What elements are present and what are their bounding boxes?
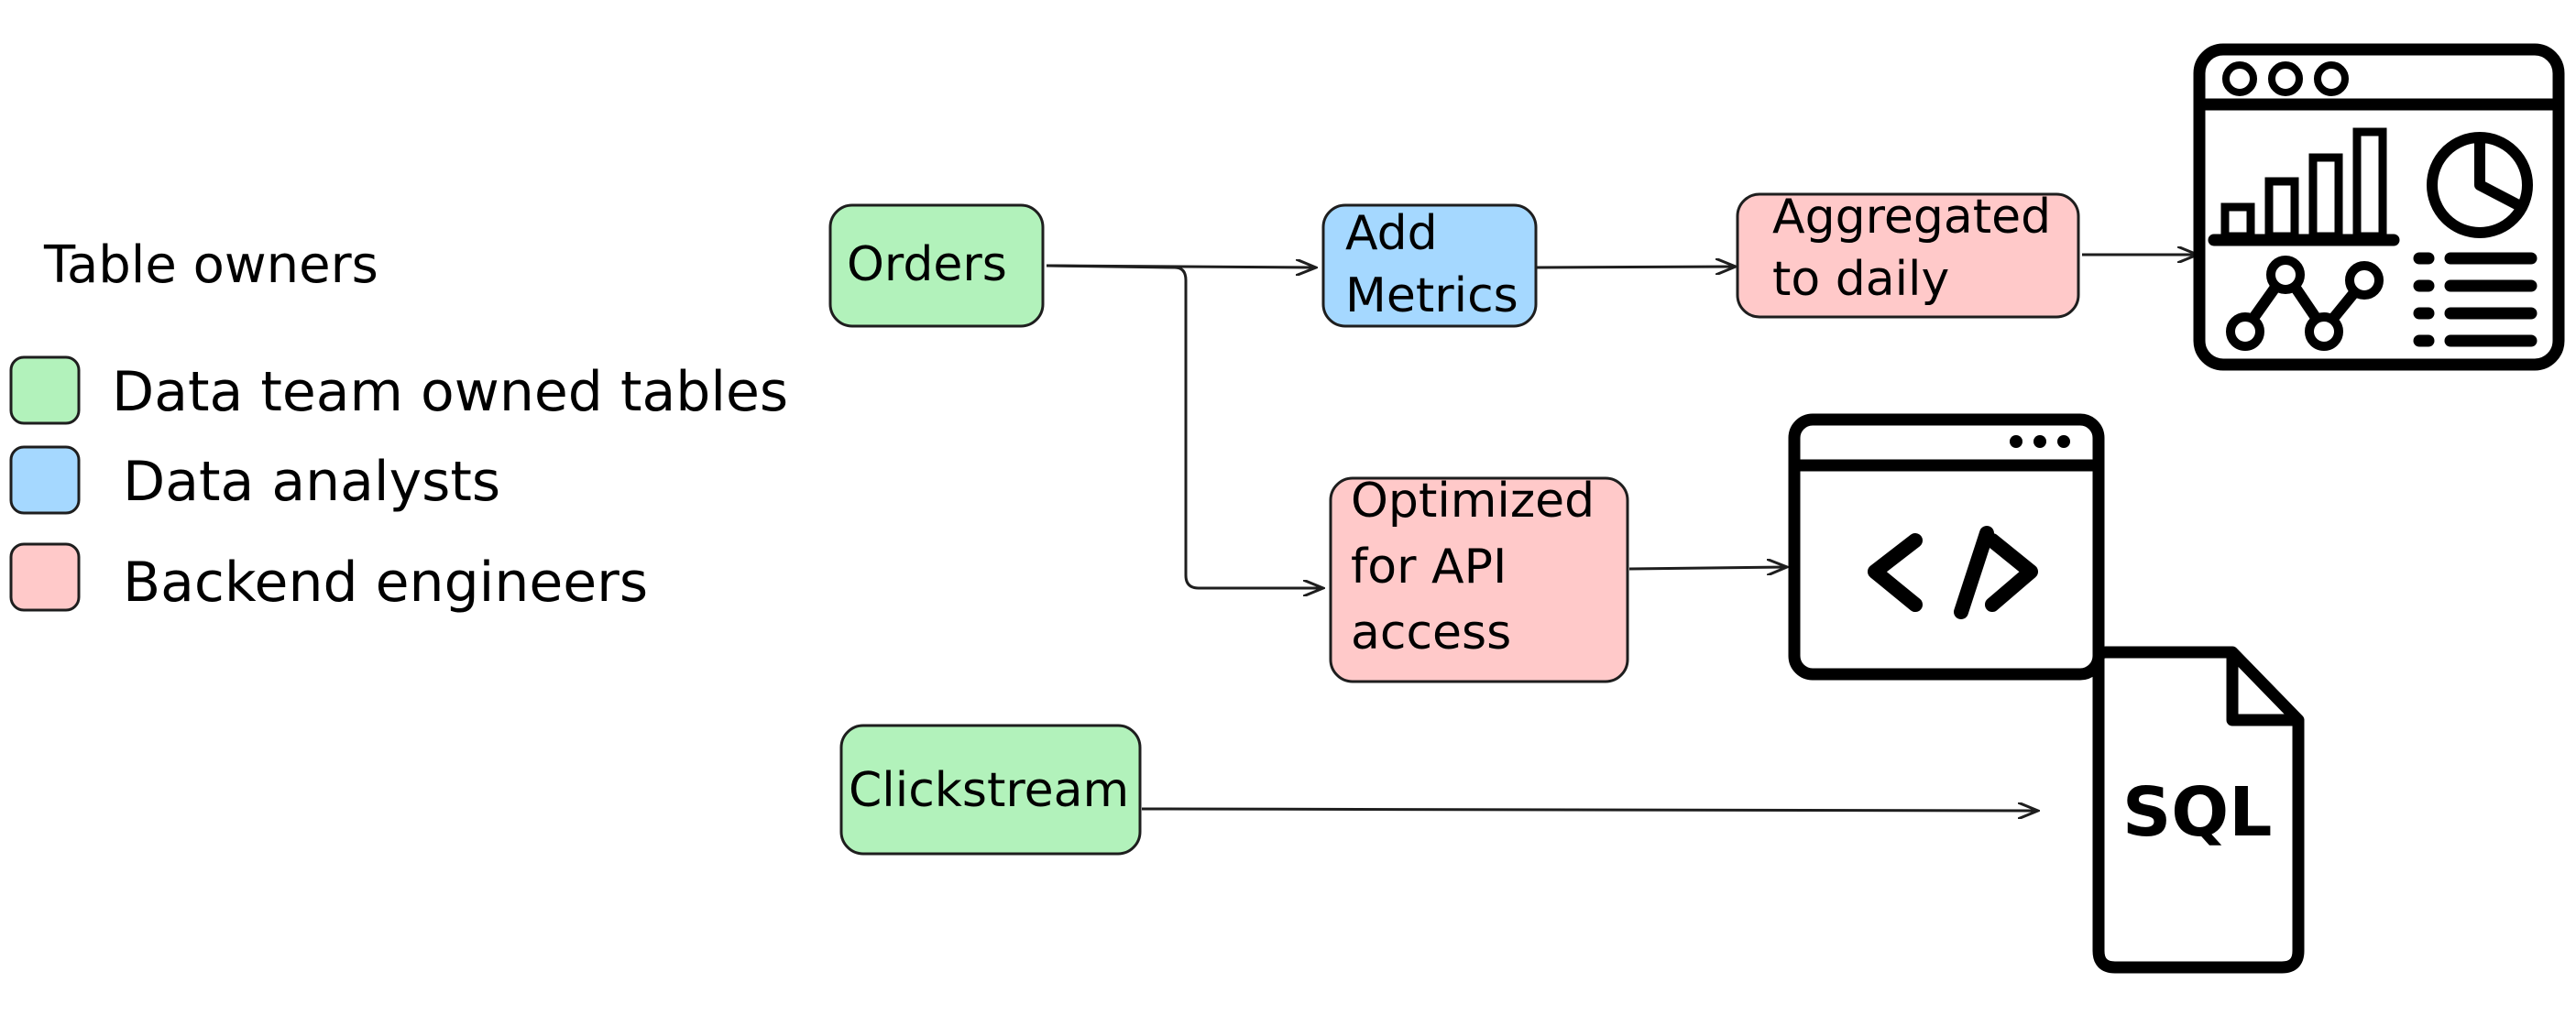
node-aggregated: Aggregated to daily [1736,190,2080,319]
node-orders-box [828,203,1045,328]
flow-arrows [1046,255,2198,811]
node-orders: Orders [828,203,1045,328]
arrow-orders-to-optimized [1046,264,1323,588]
legend-label-data-analysts: Data analysts [123,450,500,514]
node-aggregated-box [1736,192,2080,319]
node-add-metrics-box [1321,203,1538,328]
node-add-metrics: Add Metrics [1321,203,1538,328]
node-aggregated-label-line-2: to daily [1772,252,1949,307]
legend-swatch-data-analysts [9,445,81,515]
node-clickstream-box [839,724,1142,856]
node-optimized: Optimized for API access [1329,474,1629,683]
sql-file-icon: SQL [2092,646,2305,974]
arrow-clickstream-to-sql [1141,809,2038,811]
node-optimized-label-line-1: Optimized [1351,474,1595,529]
legend-label-backend-engineers: Backend engineers [123,551,648,615]
node-optimized-box [1329,476,1629,683]
legend-title: Table owners [43,235,378,295]
node-optimized-label-line-3: access [1351,606,1511,660]
arrow-optimized-to-code [1628,567,1787,569]
dashboard-icon [2193,43,2565,371]
legend-swatch-data-team [9,355,81,425]
code-window-icon [1788,413,2105,681]
sql-file-label: SQL [2122,773,2272,852]
legend-label-data-team: Data team owned tables [112,360,788,424]
node-clickstream-label: Clickstream [849,763,1129,818]
node-add-metrics-label-line-2: Metrics [1345,268,1518,323]
node-optimized-label-line-2: for API [1351,540,1507,595]
node-orders-label: Orders [847,237,1007,292]
legend: Table owners Data team owned tables Data… [9,235,788,615]
legend-swatch-backend-engineers [9,542,81,612]
node-clickstream: Clickstream [839,724,1142,856]
node-aggregated-label-line-1: Aggregated [1772,190,2051,245]
node-add-metrics-label-line-1: Add [1345,206,1438,261]
